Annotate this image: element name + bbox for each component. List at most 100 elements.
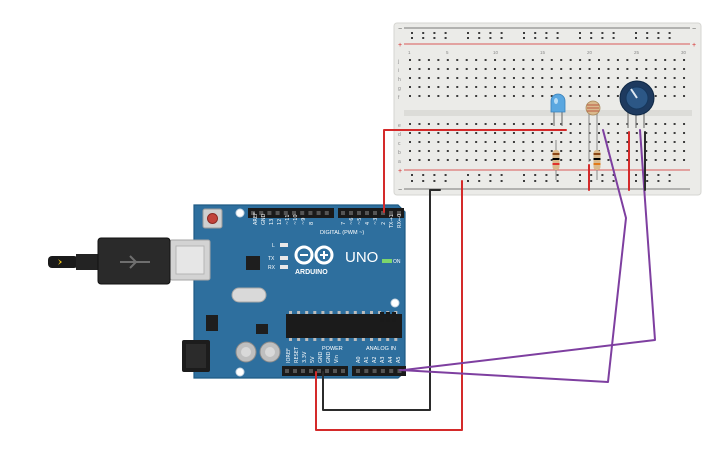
rail-plus-label: + — [398, 42, 402, 49]
breadboard-hole — [409, 123, 411, 125]
breadboard-hole — [569, 86, 572, 88]
wire-red-d2[interactable] — [383, 129, 567, 213]
breadboard-hole — [456, 59, 459, 61]
rail-hole — [422, 174, 425, 176]
resistor-band — [552, 158, 560, 160]
breadboard-hole — [560, 150, 563, 152]
breadboard-hole — [522, 123, 525, 125]
reset-button[interactable] — [202, 208, 223, 229]
breadboard-hole — [503, 59, 506, 61]
power-header[interactable] — [282, 366, 348, 376]
breadboard-hole — [475, 150, 478, 152]
breadboard-hole — [446, 123, 449, 125]
status-leds: L TX RX — [268, 243, 288, 271]
breadboard-hole — [664, 150, 667, 152]
breadboard-hole — [645, 68, 648, 70]
breadboard-hole — [446, 132, 449, 134]
resistor[interactable] — [552, 140, 560, 180]
model-text: UNO — [345, 249, 378, 266]
rail-hole — [657, 37, 660, 39]
breadboard-hole — [522, 77, 525, 79]
breadboard-hole — [512, 150, 515, 152]
rail-hole — [545, 32, 548, 34]
rail-hole — [635, 174, 637, 176]
breadboard-hole — [560, 141, 563, 143]
breadboard-hole — [560, 123, 563, 125]
breadboard[interactable]: − + − + + − j i h g f e d c b a 1 5 10 1… — [393, 22, 702, 196]
breadboard-hole — [409, 59, 411, 61]
breadboard-hole — [503, 132, 506, 134]
rail-hole — [411, 180, 413, 182]
breadboard-hole — [512, 86, 515, 88]
potentiometer[interactable] — [619, 80, 655, 128]
rail-hole — [433, 32, 436, 34]
rail-hole — [646, 37, 649, 39]
rail-hole — [668, 37, 671, 39]
icsp-pin — [380, 318, 384, 322]
wire-purple-a4[interactable] — [399, 129, 627, 383]
breadboard-hole — [503, 95, 506, 97]
pin-label-d4: 4 — [365, 222, 371, 225]
header-pin — [283, 211, 288, 215]
rail-hole — [646, 174, 649, 176]
breadboard-hole — [512, 159, 515, 161]
wire-red-5v[interactable] — [315, 180, 463, 431]
breadboard-hole — [427, 123, 430, 125]
rail-hole — [590, 37, 593, 39]
resistor[interactable] — [593, 140, 601, 180]
power-label: POWER — [322, 346, 343, 352]
breadboard-hole — [645, 123, 648, 125]
breadboard-hole — [522, 159, 525, 161]
atmega-body — [286, 314, 402, 338]
breadboard-hole — [409, 132, 411, 134]
resistor-band — [593, 158, 601, 160]
header-pin — [251, 211, 255, 215]
rail-hole — [478, 180, 481, 182]
wire-black-gnd[interactable] — [322, 189, 441, 411]
breadboard-hole — [418, 123, 421, 125]
breadboard-hole — [673, 141, 676, 143]
bottom-pin-labels: IOREF RESET 3.3V 5V GND GND Vin A0 A1 A2… — [286, 346, 402, 363]
rail-hole — [579, 180, 581, 182]
rail-hole — [579, 174, 581, 176]
chip-pin — [329, 338, 333, 341]
breadboard-hole — [456, 123, 459, 125]
rail-hole — [657, 174, 660, 176]
breadboard-hole — [560, 132, 563, 134]
usb-cable[interactable] — [48, 237, 171, 285]
digital-header-right[interactable] — [338, 208, 404, 218]
photoresistor[interactable] — [585, 100, 601, 162]
header-pin — [300, 211, 305, 215]
breadboard-hole — [616, 95, 619, 97]
breadboard-hole — [654, 77, 657, 79]
breadboard-hole — [616, 77, 619, 79]
breadboard-hole — [645, 132, 648, 134]
rail-hole — [422, 37, 425, 39]
breadboard-hole — [664, 159, 667, 161]
breadboard-hole — [541, 95, 544, 97]
breadboard-hole — [560, 77, 563, 79]
breadboard-hole — [550, 77, 553, 79]
breadboard-hole — [569, 77, 572, 79]
header-pin — [316, 211, 321, 215]
wire-purple-a5[interactable] — [403, 129, 656, 371]
rail-minus-label: − — [398, 26, 402, 33]
pin-label-d0: RX←0 — [397, 214, 403, 228]
rail-hole — [500, 32, 503, 34]
breadboard-hole — [541, 150, 544, 152]
analog-header[interactable] — [352, 366, 406, 376]
blue-led[interactable] — [550, 93, 566, 126]
arduino-uno[interactable]: AREF GND 13 12 ~11 ~10 ~9 8 7 ~6 ~5 4 ~3… — [169, 204, 406, 379]
breadboard-hole — [626, 150, 629, 152]
breadboard-hole — [550, 141, 553, 143]
column-number: 10 — [493, 50, 499, 55]
breadboard-hole — [427, 77, 430, 79]
breadboard-hole — [503, 77, 506, 79]
digital-header-left[interactable] — [248, 208, 334, 218]
usb-symbol-icon — [120, 255, 150, 269]
breadboard-hole — [673, 68, 676, 70]
breadboard-hole — [446, 77, 449, 79]
breadboard-hole — [522, 68, 525, 70]
header-pin — [364, 369, 369, 373]
breadboard-hole — [579, 123, 582, 125]
